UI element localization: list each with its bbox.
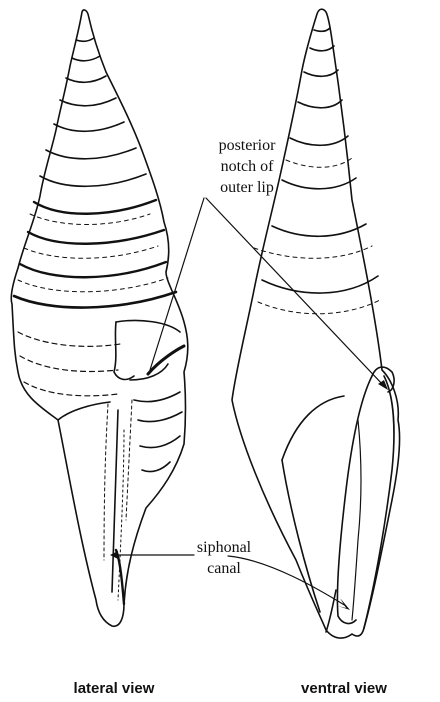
ventral-view-shell: [232, 9, 400, 638]
notch-label-line-3: outer lip: [220, 179, 274, 196]
canal-label-line-2: canal: [207, 560, 241, 577]
notch-label: posterior notch of outer lip: [219, 137, 277, 196]
lateral-view-caption: lateral view: [74, 680, 155, 697]
lateral-view-shell: [11, 10, 188, 626]
arrowheads: [110, 380, 388, 610]
canal-arrowhead-ventral: [338, 598, 350, 610]
notch-label-line-2: notch of: [221, 158, 275, 175]
notch-leader-lateral: [150, 198, 204, 370]
canal-leader-ventral: [228, 556, 346, 606]
ventral-view-caption: ventral view: [301, 680, 387, 697]
canal-label-line-1: siphonal: [197, 539, 252, 556]
notch-label-line-1: posterior: [219, 137, 277, 154]
